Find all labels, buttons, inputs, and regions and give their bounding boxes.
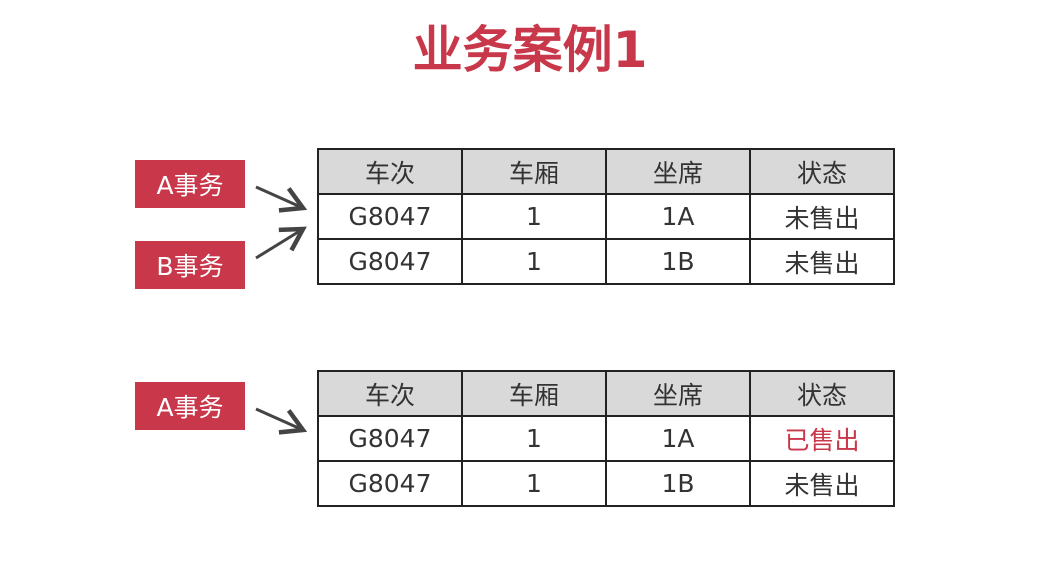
seat-table-after: 车次 车厢 坐席 状态 G8047 1 1A 已售出 G8047 1 1B 未售… [317,370,895,507]
transaction-a-label: A事务 [135,160,245,208]
slide-title: 业务案例1 [412,21,648,79]
table-row: G8047 1 1A 未售出 [317,193,895,240]
table-cell: 1 [461,415,607,462]
table-cell: G8047 [317,460,463,507]
table-cell: 1B [605,460,751,507]
header-cell: 车厢 [461,148,607,195]
header-cell: 车厢 [461,370,607,417]
table-row: G8047 1 1A 已售出 [317,415,895,462]
table-cell: 1 [461,238,607,285]
status-cell: 未售出 [749,460,895,507]
table-header-row: 车次 车厢 坐席 状态 [317,370,895,417]
table-cell: 1 [461,193,607,240]
table-cell: 1 [461,460,607,507]
header-cell: 坐席 [605,148,751,195]
table-cell: 1A [605,193,751,240]
table-row: G8047 1 1B 未售出 [317,460,895,507]
header-cell: 车次 [317,148,463,195]
table-cell: G8047 [317,193,463,240]
table-cell: 1A [605,415,751,462]
arrow-icon [255,185,308,213]
table-cell: G8047 [317,415,463,462]
header-cell: 车次 [317,370,463,417]
transaction-b-label: B事务 [135,241,245,289]
table-cell: G8047 [317,238,463,285]
arrow-icon [255,226,307,260]
status-cell: 未售出 [749,238,895,285]
transaction-a-label-2: A事务 [135,382,245,430]
header-cell: 状态 [749,370,895,417]
header-cell: 状态 [749,148,895,195]
table-row: G8047 1 1B 未售出 [317,238,895,285]
header-cell: 坐席 [605,370,751,417]
table-cell: 1B [605,238,751,285]
status-cell: 未售出 [749,193,895,240]
arrow-icon [255,407,308,435]
table-header-row: 车次 车厢 坐席 状态 [317,148,895,195]
seat-table-before: 车次 车厢 坐席 状态 G8047 1 1A 未售出 G8047 1 1B 未售… [317,148,895,285]
status-cell-sold: 已售出 [749,415,895,462]
